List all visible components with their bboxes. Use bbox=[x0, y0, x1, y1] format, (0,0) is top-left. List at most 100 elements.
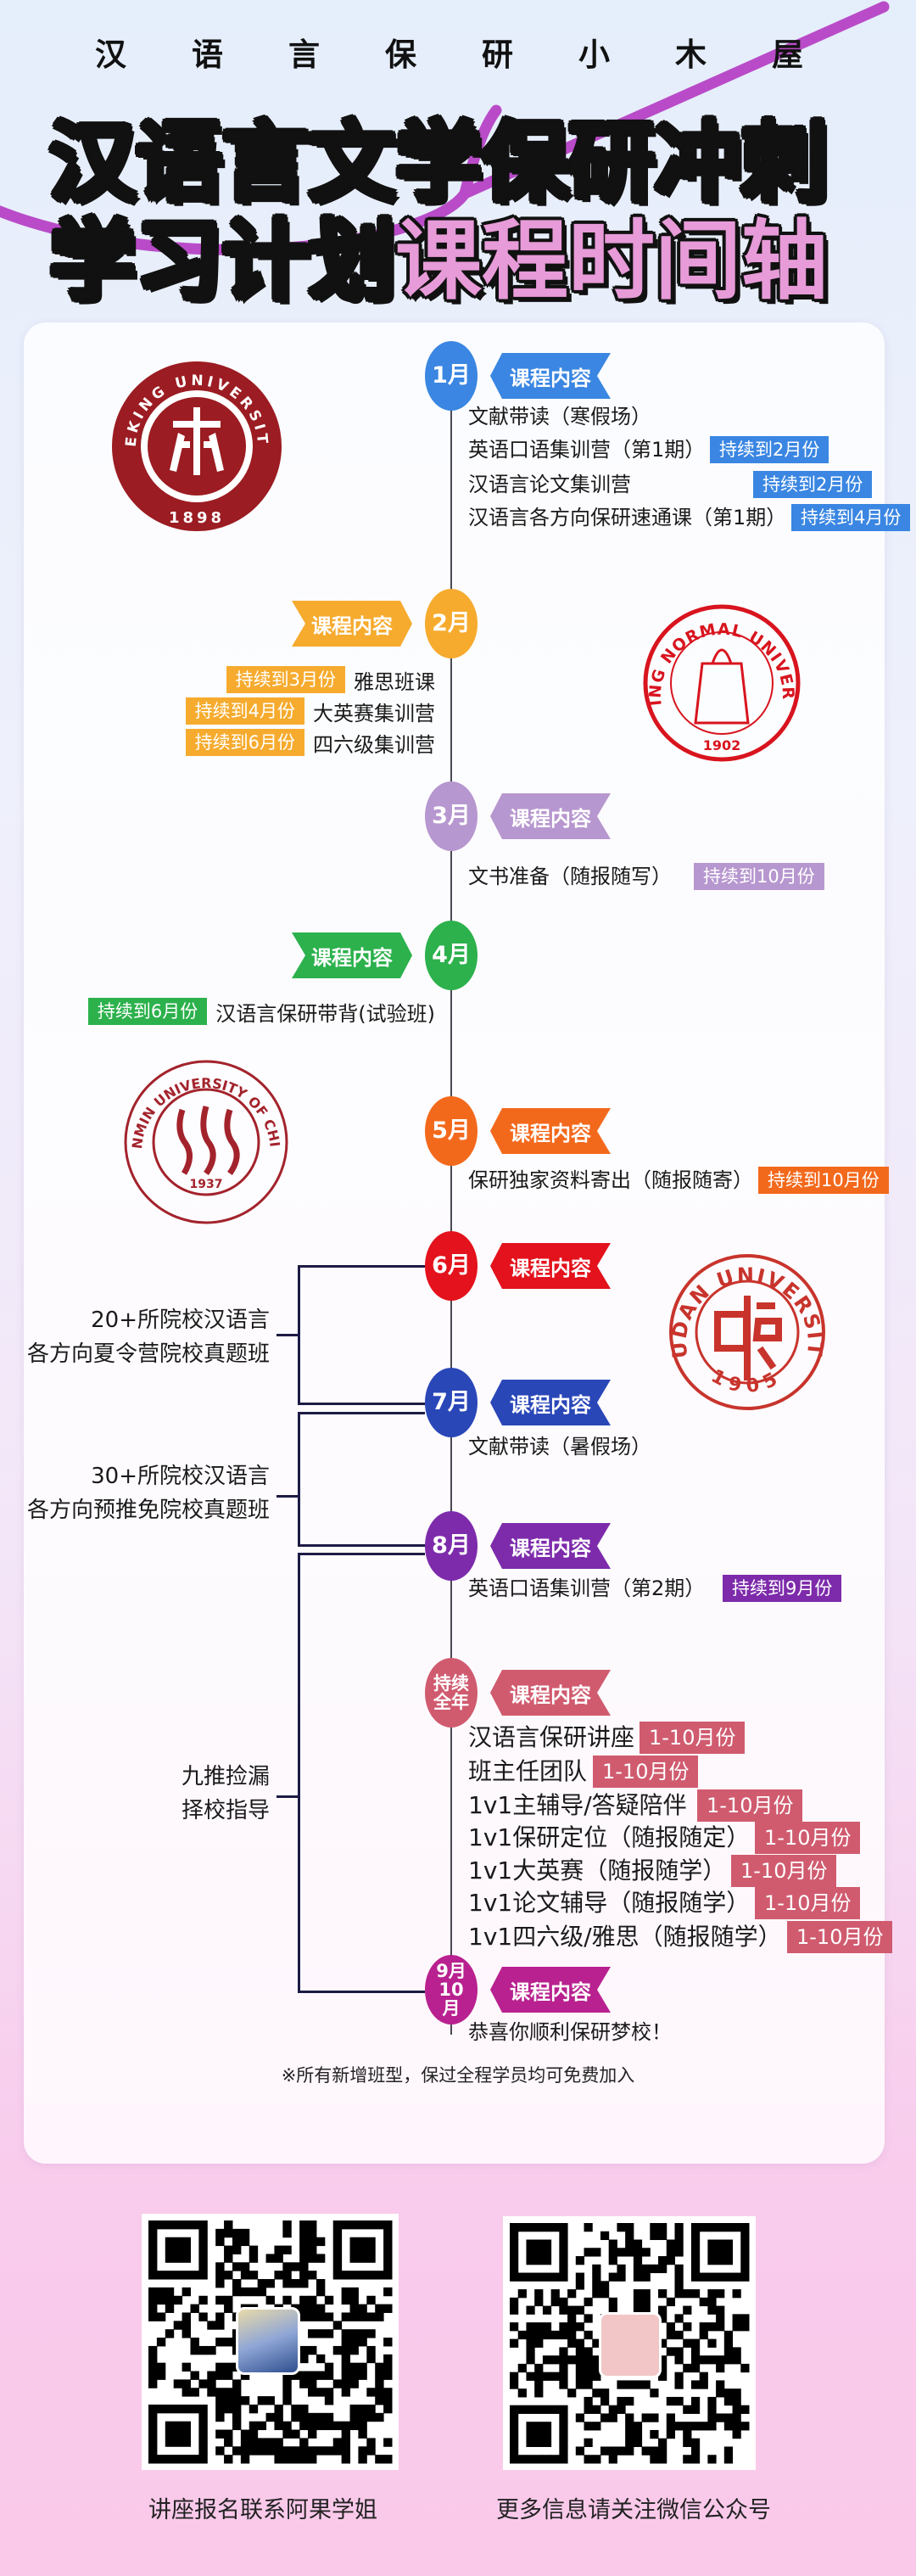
qr-module bbox=[650, 2446, 659, 2456]
duration-tag: 持续到10月份 bbox=[758, 1167, 889, 1194]
qr-module bbox=[215, 2321, 225, 2330]
qr-module bbox=[559, 2256, 568, 2265]
qr-module bbox=[375, 2412, 384, 2422]
qr-module bbox=[156, 2371, 166, 2380]
qr-module bbox=[173, 2421, 183, 2431]
qr-module bbox=[190, 2271, 199, 2280]
qr-module bbox=[215, 2338, 225, 2347]
qr-module bbox=[690, 2264, 701, 2274]
qr-caption-official-account: 更多信息请关注微信公众号 bbox=[496, 2497, 771, 2523]
month-node: 8月 bbox=[425, 1511, 478, 1581]
qr-module bbox=[366, 2295, 376, 2305]
qr-module bbox=[526, 2305, 535, 2315]
qr-module bbox=[723, 2422, 734, 2431]
qr-module bbox=[375, 2396, 384, 2405]
qr-module bbox=[341, 2345, 351, 2355]
qr-module bbox=[341, 2438, 351, 2447]
qr-module bbox=[148, 2438, 158, 2447]
qr-module bbox=[550, 2289, 560, 2299]
qr-module bbox=[716, 2289, 725, 2299]
month-node: 3月 bbox=[425, 781, 478, 851]
qr-module bbox=[674, 2396, 684, 2406]
qr-module bbox=[716, 2314, 725, 2323]
qr-module bbox=[198, 2220, 208, 2230]
qr-code-contact[interactable] bbox=[142, 2214, 399, 2470]
qr-module bbox=[592, 2281, 601, 2290]
logo-year: 1937 bbox=[190, 1178, 223, 1191]
qr-module bbox=[707, 2422, 717, 2431]
qr-module bbox=[308, 2446, 317, 2456]
qr-module bbox=[232, 2404, 242, 2414]
qr-module bbox=[215, 2362, 225, 2372]
qr-module bbox=[740, 2239, 750, 2248]
qr-module bbox=[584, 2396, 593, 2406]
qr-module bbox=[308, 2245, 317, 2254]
qr-module bbox=[517, 2223, 527, 2232]
qr-module bbox=[232, 2287, 242, 2297]
qr-module bbox=[559, 2231, 568, 2241]
qr-module bbox=[224, 2254, 233, 2263]
qr-module bbox=[308, 2455, 317, 2464]
duration-tag: 持续到2月份 bbox=[753, 471, 873, 498]
qr-module bbox=[542, 2330, 552, 2340]
qr-module bbox=[332, 2421, 343, 2431]
qr-module bbox=[156, 2287, 166, 2297]
qr-module bbox=[559, 2363, 568, 2373]
qr-module bbox=[249, 2438, 259, 2447]
duration-tag: 1-10月份 bbox=[640, 1722, 746, 1754]
qr-module bbox=[332, 2254, 343, 2263]
qr-module bbox=[716, 2239, 725, 2248]
qr-module bbox=[308, 2304, 317, 2313]
course-item: 1v1四六级/雅思（随报随学）1-10月份 bbox=[468, 1921, 893, 1953]
qr-module bbox=[265, 2254, 275, 2263]
qr-module bbox=[716, 2305, 725, 2315]
qr-module bbox=[358, 2412, 367, 2422]
bracket-line bbox=[298, 1403, 425, 1405]
month-node: 5月 bbox=[425, 1096, 478, 1166]
qr-module bbox=[349, 2421, 359, 2431]
qr-module bbox=[324, 2295, 334, 2305]
qr-module bbox=[324, 2421, 334, 2431]
qr-module bbox=[257, 2438, 267, 2447]
qr-module bbox=[341, 2446, 351, 2456]
qr-module bbox=[257, 2421, 267, 2431]
qr-module bbox=[723, 2355, 734, 2365]
qr-module bbox=[240, 2396, 250, 2405]
course-item: 1v1大英赛（随报随学）1-10月份 bbox=[468, 1855, 837, 1887]
qr-module bbox=[349, 2329, 359, 2338]
qr-module bbox=[299, 2371, 309, 2380]
qr-module bbox=[182, 2312, 191, 2321]
qr-module bbox=[274, 2254, 283, 2263]
qr-module bbox=[165, 2404, 175, 2414]
month-node: 1月 bbox=[425, 341, 478, 411]
qr-module bbox=[559, 2446, 568, 2456]
qr-module bbox=[526, 2347, 535, 2356]
qr-module bbox=[232, 2262, 242, 2271]
course-content-ribbon: 课程内容 bbox=[490, 1243, 611, 1289]
bracket-line bbox=[298, 1265, 425, 1268]
qr-module bbox=[617, 2223, 626, 2232]
qr-module bbox=[625, 2380, 634, 2389]
qr-module bbox=[517, 2388, 527, 2398]
qr-module bbox=[559, 2248, 568, 2257]
qr-module bbox=[148, 2287, 158, 2297]
qr-code-official-account[interactable] bbox=[503, 2216, 756, 2470]
qr-module bbox=[148, 2312, 158, 2321]
qr-module bbox=[723, 2446, 734, 2456]
qr-module bbox=[232, 2388, 242, 2397]
qr-module bbox=[658, 2264, 667, 2274]
qr-module bbox=[265, 2438, 275, 2447]
qr-module bbox=[282, 2371, 292, 2380]
qr-caption-contact: 讲座报名联系阿果学姐 bbox=[148, 2497, 377, 2523]
qr-module bbox=[282, 2295, 292, 2305]
course-content-ribbon: 课程内容 bbox=[292, 601, 412, 647]
qr-module bbox=[534, 2330, 544, 2340]
qr-module bbox=[683, 2405, 692, 2414]
qr-module bbox=[690, 2396, 701, 2406]
qr-module bbox=[517, 2455, 527, 2464]
qr-module bbox=[740, 2314, 750, 2323]
qr-module bbox=[349, 2254, 359, 2263]
qr-module bbox=[740, 2223, 750, 2232]
qr-module bbox=[299, 2379, 309, 2388]
qr-module bbox=[625, 2248, 634, 2257]
